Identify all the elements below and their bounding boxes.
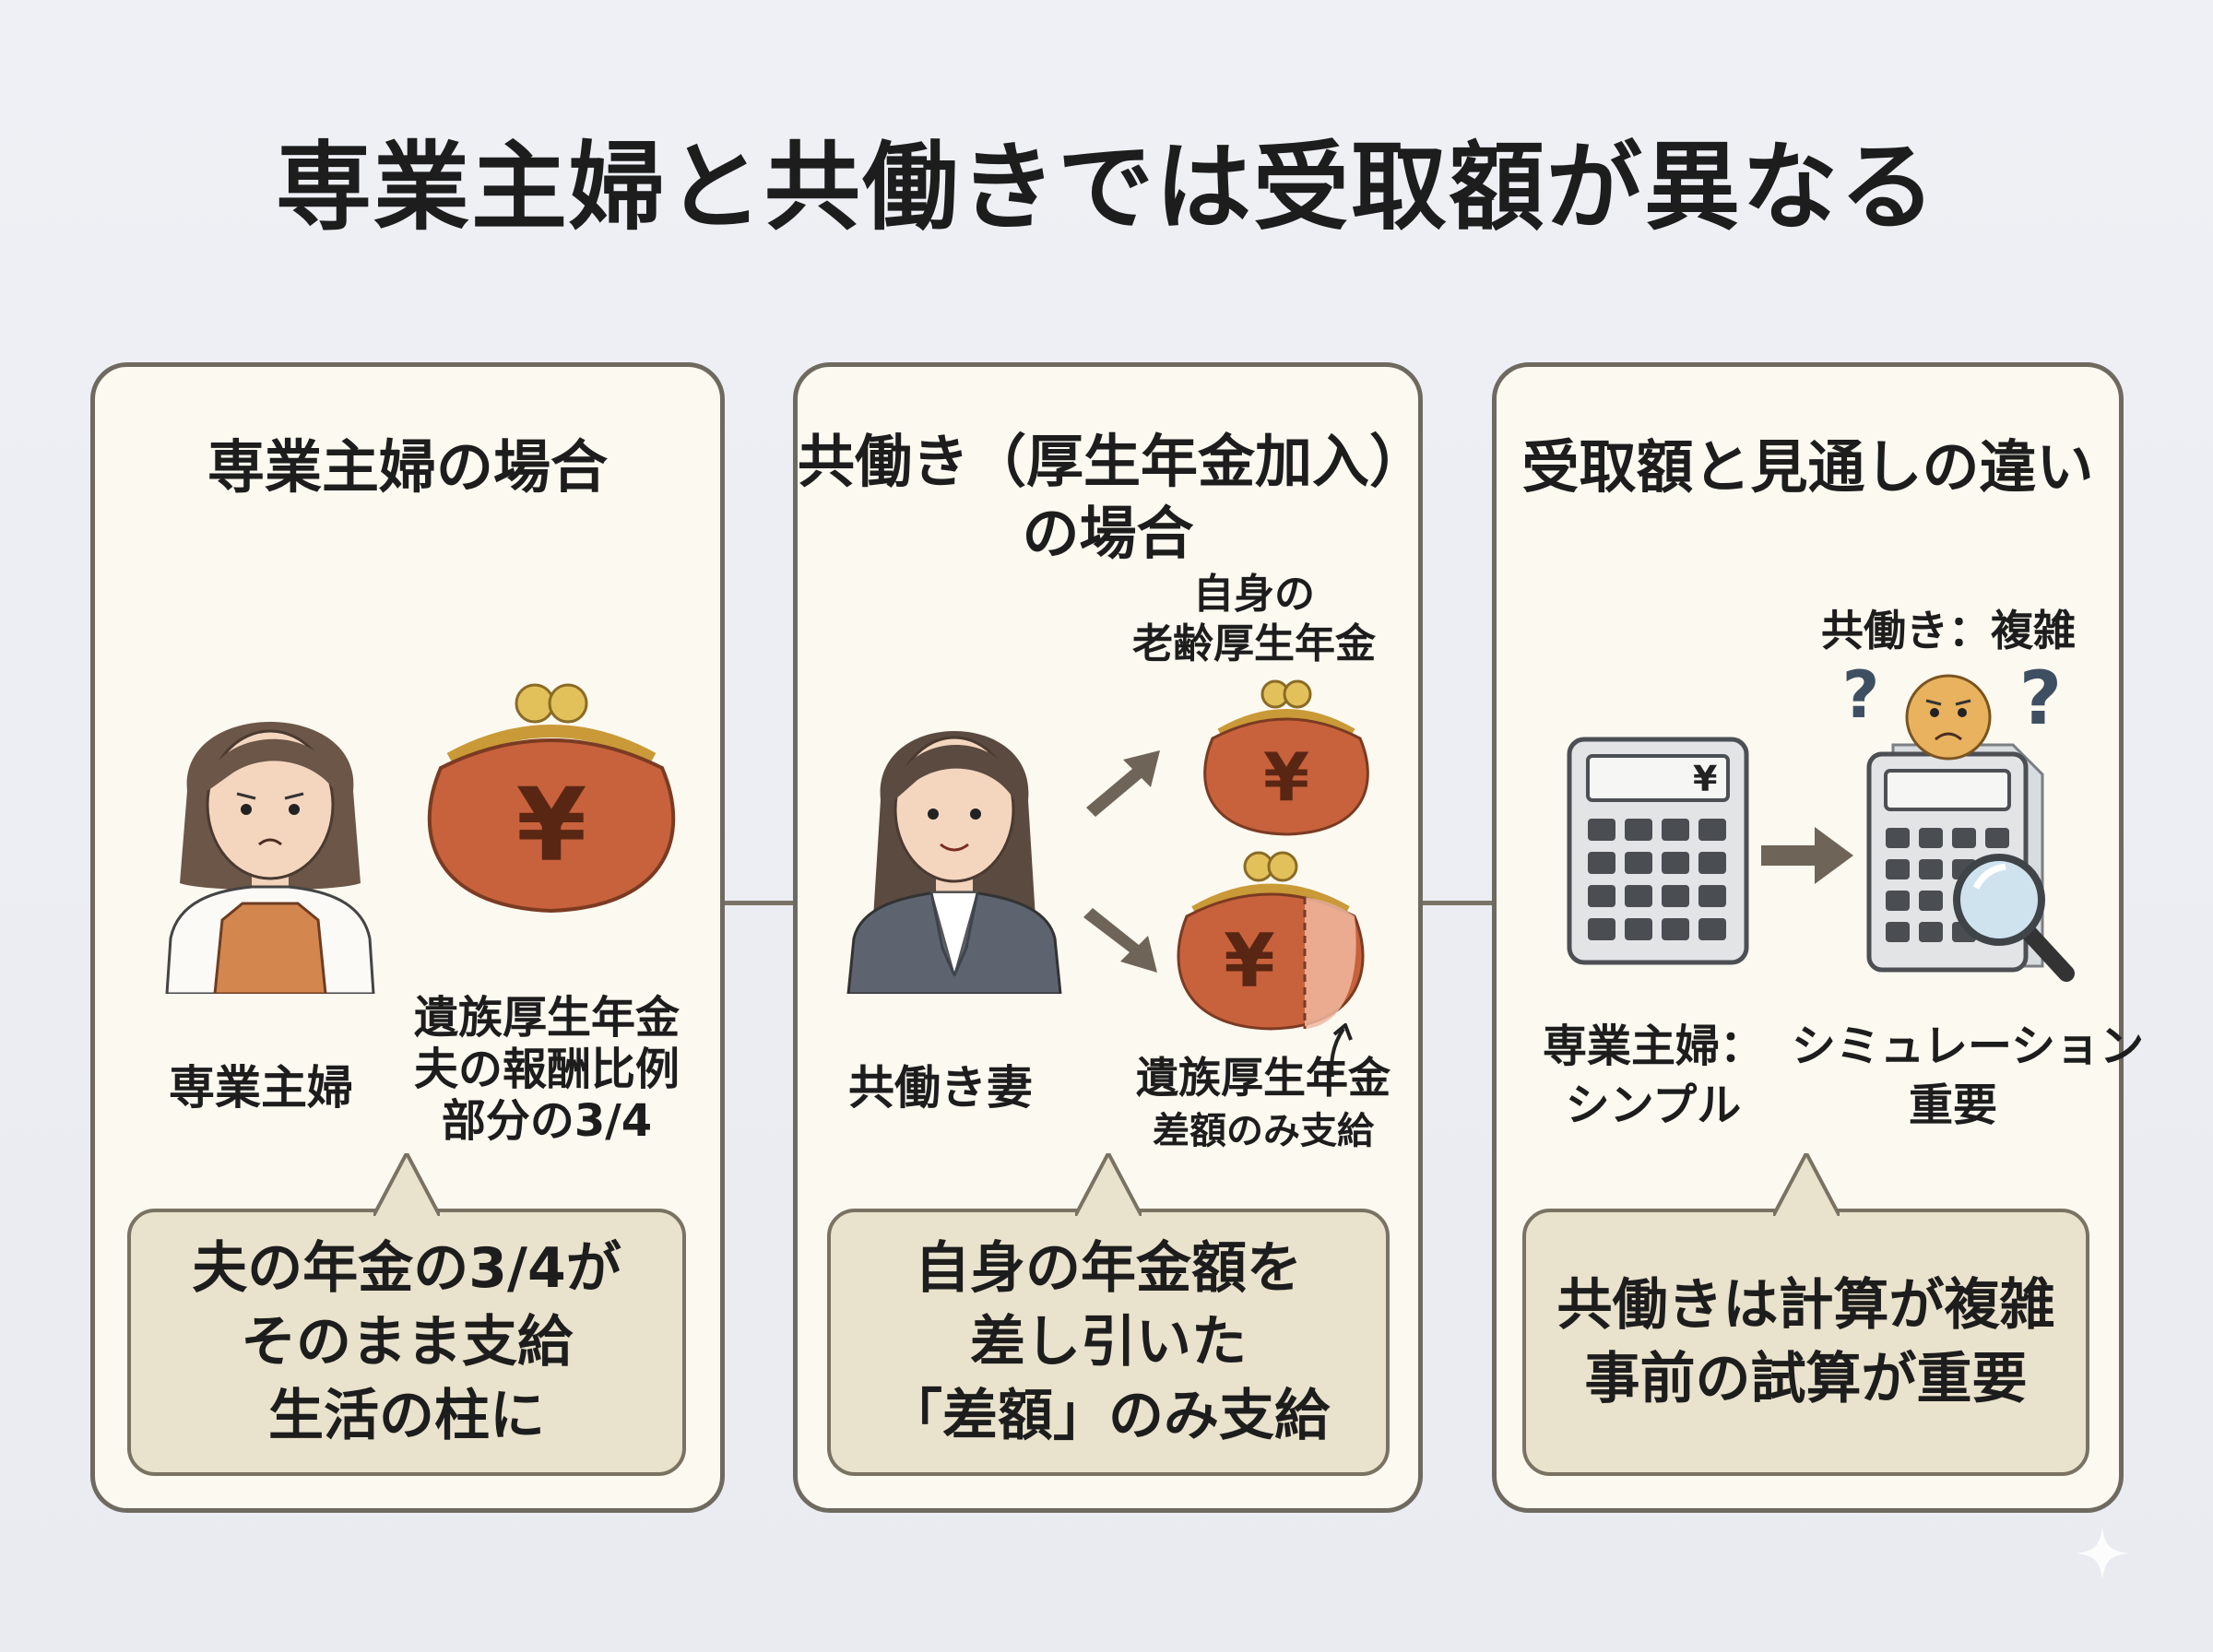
panel-title: 共働き（厚生年金加入） の場合 — [798, 426, 1427, 570]
working-wife-avatar-icon — [846, 731, 1062, 994]
panel-title: 専業主婦の場合 — [207, 433, 608, 501]
person-label: 共働き妻 — [848, 1061, 1033, 1115]
callout-tail — [1772, 1153, 1840, 1216]
person-label: 専業主婦 — [169, 1061, 353, 1115]
survivor-label-line: 遺族厚生年金 — [1136, 1053, 1391, 1103]
purse-yen-icon: ¥ — [427, 683, 676, 914]
calculator-icon: ¥ — [1567, 737, 1749, 965]
svg-text:?: ? — [1842, 660, 1880, 733]
callout-tail — [1075, 1153, 1142, 1216]
page-title: 専業主婦と共働きでは受取額が異なる — [275, 131, 1937, 243]
survivor-label-line: 差額のみ支給 — [1153, 1110, 1374, 1152]
panel-dual-income: 共働き（厚生年金加入） の場合 自身の 老齢厚生年金 ¥ — [793, 362, 1427, 1513]
purse-yen-icon: ¥ — [1177, 851, 1365, 1031]
callout-line: 共働きは計算が複雑 — [1556, 1273, 2055, 1338]
callout-line: 差し引いた — [970, 1310, 1247, 1375]
own-pension-label: 自身の 老齢厚生年金 — [1102, 570, 1406, 669]
simulation-label: シミュレーション 重要 — [1792, 1017, 2145, 1135]
callout-line: 夫の年金の3/4が — [192, 1236, 621, 1301]
purse-label-line: 夫の報酬比例 — [413, 1044, 680, 1095]
panel-title-line: 共働き（厚生年金加入） — [798, 428, 1427, 495]
arrow-icon — [1330, 1023, 1353, 1078]
arrow-icon — [1761, 827, 1853, 884]
svg-text:¥: ¥ — [1224, 918, 1275, 1004]
panel-connector — [1423, 901, 1492, 905]
panel-outlook: 受取額と見通しの違い 共働き：複雑 ¥ — [1492, 362, 2145, 1513]
callout-tail — [373, 1153, 440, 1216]
question-mark-icon: ? — [2019, 657, 2062, 740]
callout-outlook: 共働きは計算が複雑 事前の試算が重要 — [1522, 1153, 2089, 1476]
own-pension-line: 老齢厚生年金 — [1132, 620, 1376, 667]
sparkle-icon — [2077, 1528, 2128, 1579]
housewife-avatar-icon — [165, 722, 375, 994]
worried-face-icon — [1905, 674, 1992, 761]
purse-yen-icon: ¥ — [1203, 679, 1369, 836]
simulation-label-line: 重要 — [1908, 1080, 1997, 1131]
own-pension-line: 自身の — [1193, 571, 1315, 618]
calculator-display: ¥ — [1693, 759, 1717, 799]
panel-connector — [722, 901, 793, 905]
callout-line: 事前の試算が重要 — [1584, 1347, 2028, 1411]
callout-line: 「差額」のみ支給 — [887, 1384, 1330, 1448]
panel-housewife: 専業主婦の場合 ¥ 専業主婦 遺族厚生年金 夫の報酬比例 部分の3/4 夫の年金… — [90, 362, 725, 1513]
svg-text:¥: ¥ — [1263, 738, 1309, 816]
purse-label-line: 部分の3/4 — [441, 1095, 653, 1147]
question-mark-icon: ? — [1842, 660, 1880, 733]
survivor-label: 遺族厚生年金 差額のみ支給 — [1111, 1051, 1415, 1158]
arrow-icon — [1083, 908, 1157, 973]
simple-label-line: シンプル — [1565, 1080, 1742, 1131]
magnifier-icon — [1953, 854, 2075, 982]
purse-label-line: 遺族厚生年金 — [413, 992, 680, 1044]
callout-line: そのまま支給 — [241, 1310, 573, 1375]
arrow-icon — [1086, 750, 1160, 817]
panel-title: 受取額と見通しの違い — [1521, 433, 2094, 501]
callout-dual-income: 自身の年金額を 差し引いた 「差額」のみ支給 — [827, 1153, 1390, 1476]
complex-label: 共働き：複雑 — [1821, 606, 2076, 655]
svg-text:¥: ¥ — [516, 766, 587, 884]
simulation-label-line: シミュレーション — [1792, 1021, 2145, 1072]
svg-text:?: ? — [2019, 657, 2062, 740]
panel-title-line: の場合 — [1022, 500, 1194, 567]
purse-label: 遺族厚生年金 夫の報酬比例 部分の3/4 — [390, 992, 704, 1147]
simple-label: 専業主婦： シンプル — [1515, 1017, 1792, 1135]
callout-line: 生活の柱に — [268, 1384, 545, 1448]
callout-housewife: 夫の年金の3/4が そのまま支給 生活の柱に — [127, 1153, 686, 1476]
simple-label-line: 専業主婦： — [1542, 1021, 1764, 1072]
callout-line: 自身の年金額を — [915, 1236, 1302, 1301]
